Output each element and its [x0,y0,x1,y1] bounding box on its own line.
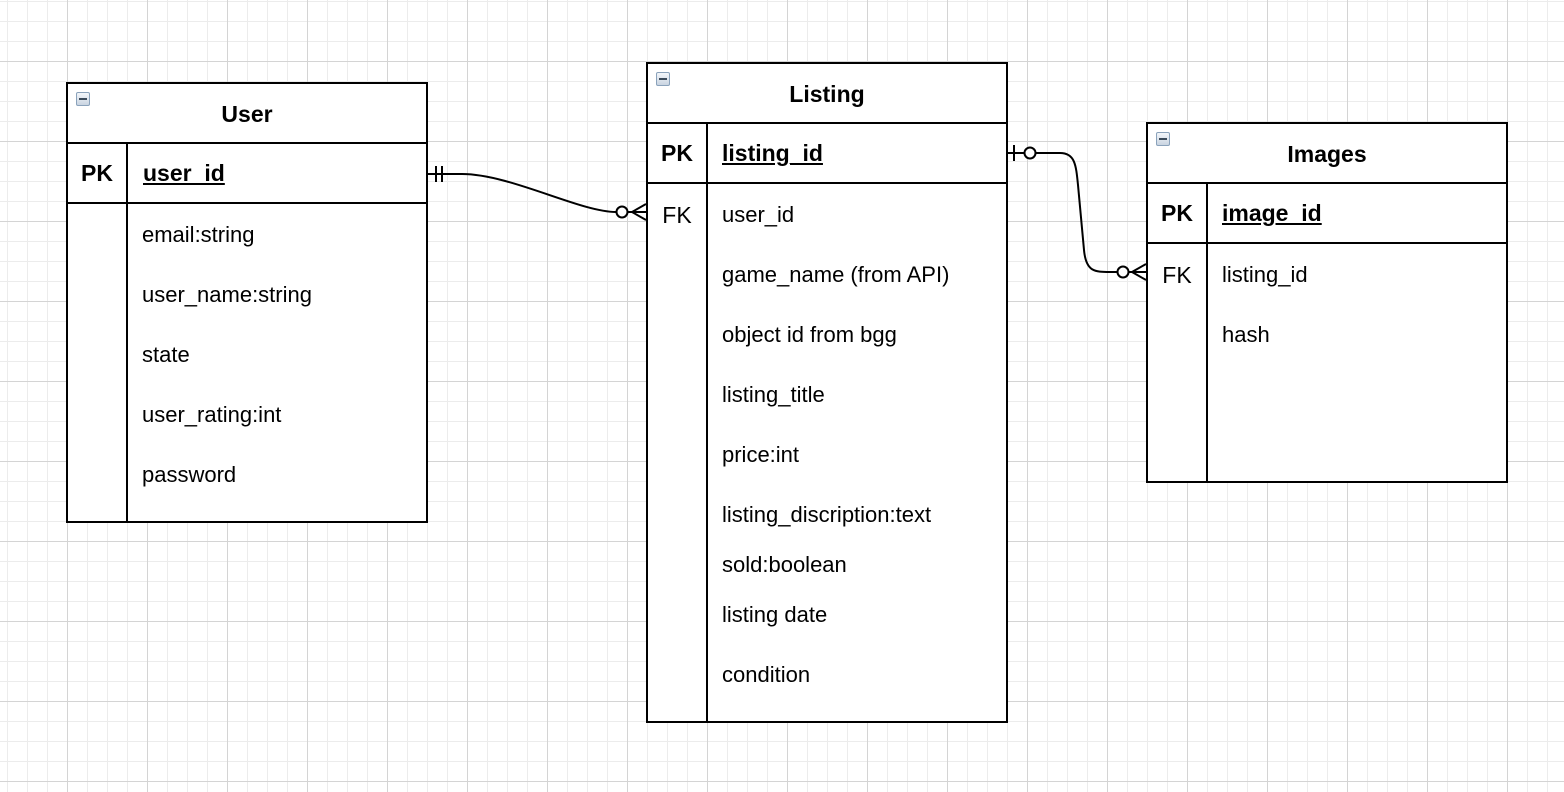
column-divider [1206,244,1208,481]
collapse-icon[interactable] [656,72,670,86]
field-price[interactable]: price:int [722,442,800,467]
user-attributes: email:string user_name:string state user… [68,204,426,521]
pk-field-name: listing_id [722,140,823,166]
images-attributes: FK listing_id hash [1148,244,1506,481]
fk-label: FK [662,202,692,228]
field-condition[interactable]: condition [722,662,811,687]
images-primary-key-row[interactable]: PK image_id [1148,184,1506,244]
user-entity[interactable]: User PK user_id email:string user_name:s… [66,82,428,523]
entity-title: Listing [789,81,865,107]
user-primary-key-row[interactable]: PK user_id [68,144,426,204]
pk-field-name: user_id [143,160,225,186]
field-listing-description[interactable]: listing_discription:text [722,502,932,527]
entity-title: Images [1287,141,1367,167]
entity-title: User [221,101,273,127]
field-user-id[interactable]: user_id [722,202,795,227]
images-entity-header[interactable]: Images [1148,124,1506,184]
field-user-rating[interactable]: user_rating:int [142,402,282,427]
fk-label: FK [1162,262,1192,288]
field-email[interactable]: email:string [142,222,255,247]
pk-label: PK [1161,200,1193,226]
user-entity-header[interactable]: User [68,84,426,144]
pk-label: PK [81,160,113,186]
field-user-name[interactable]: user_name:string [142,282,312,307]
listing-primary-key-row[interactable]: PK listing_id [648,124,1006,184]
pk-field-name: image_id [1222,200,1322,226]
field-password[interactable]: password [142,462,237,487]
listing-entity[interactable]: Listing PK listing_id FK user_id game_na… [646,62,1008,723]
collapse-icon[interactable] [76,92,90,106]
column-divider [126,204,128,521]
images-entity[interactable]: Images PK image_id FK listing_id hash [1146,122,1508,483]
field-listing-id[interactable]: listing_id [1222,262,1308,287]
field-sold[interactable]: sold:boolean [722,552,847,577]
user-listing-relationship[interactable] [428,166,647,221]
column-divider [706,184,708,721]
pk-label: PK [661,140,693,166]
field-state[interactable]: state [142,342,190,367]
column-divider [126,144,128,202]
field-listing-title[interactable]: listing_title [722,382,825,407]
field-game-name[interactable]: game_name (from API) [722,262,950,287]
field-object-id[interactable]: object id from bgg [722,322,897,347]
field-listing-date[interactable]: listing date [722,602,828,627]
listing-images-relationship[interactable] [1008,145,1147,281]
listing-attributes: FK user_id game_name (from API) object i… [648,184,1006,721]
column-divider [1206,184,1208,242]
collapse-icon[interactable] [1156,132,1170,146]
column-divider [706,124,708,182]
listing-entity-header[interactable]: Listing [648,64,1006,124]
field-hash[interactable]: hash [1222,322,1270,347]
